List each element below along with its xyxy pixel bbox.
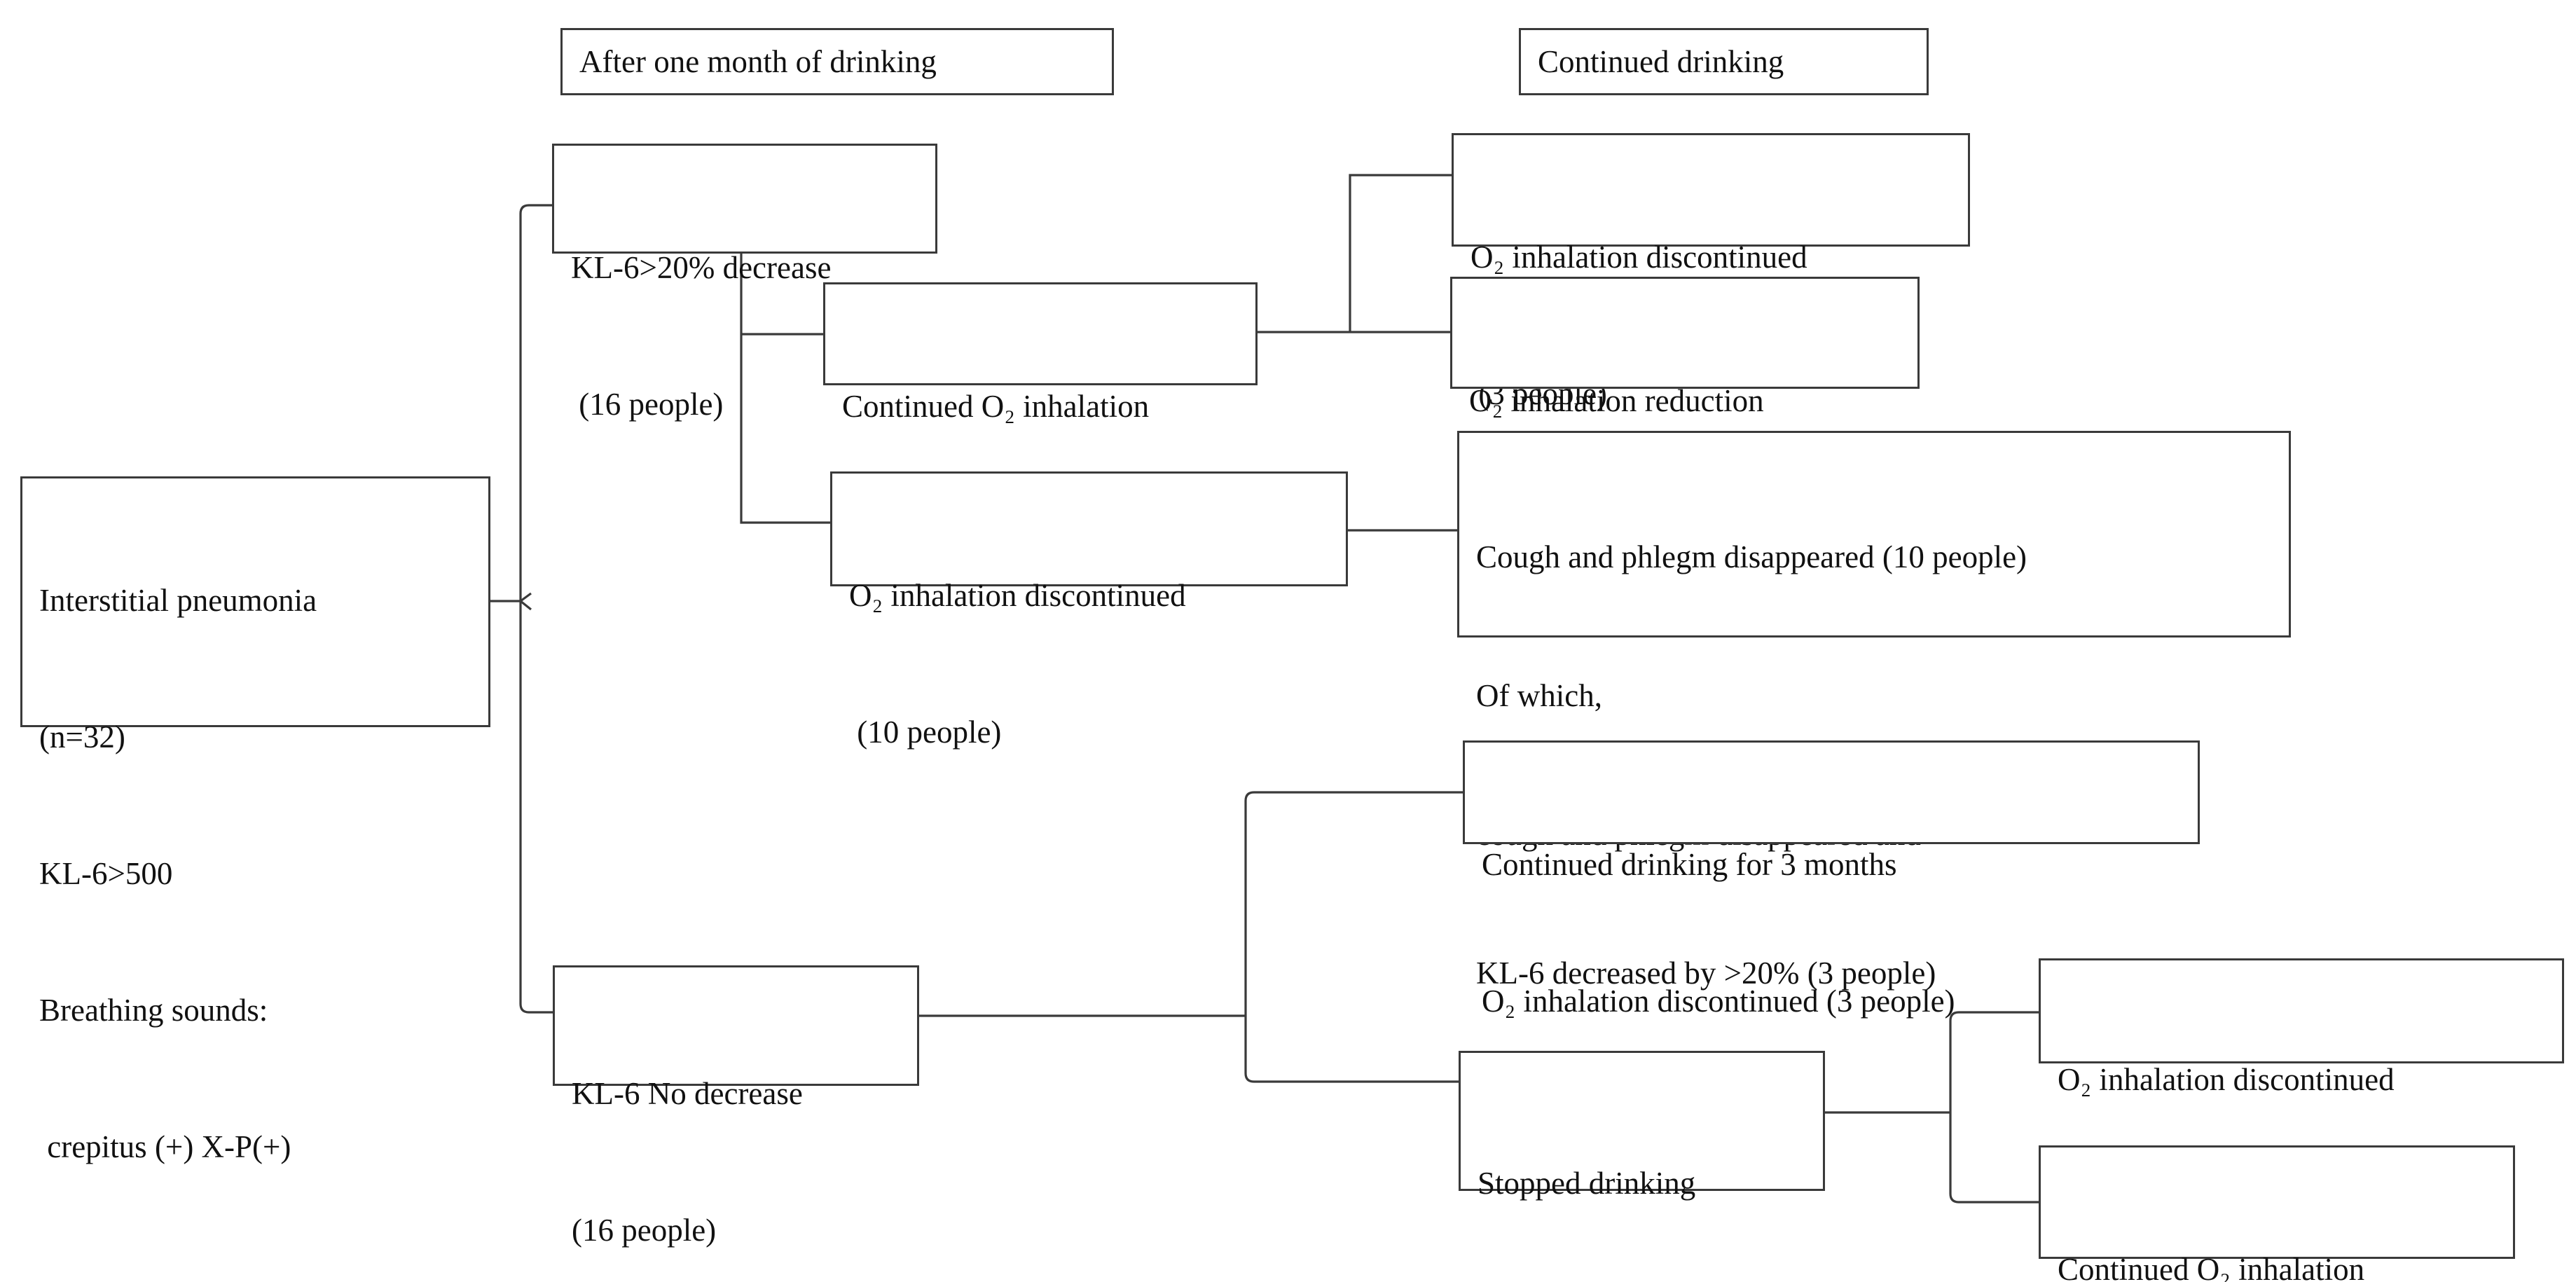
node-continued-o2-6: Continued O₂ inhalation (6 people) (823, 282, 1258, 560)
node-line: KL-6>500 (39, 856, 173, 891)
node-line: Continued O₂ inhalation (842, 389, 1150, 424)
node-kl6-no-decrease: KL-6 No decrease (16 people) (553, 965, 919, 1248)
node-interstitial-pneumonia: Interstitial pneumonia (n=32) KL-6>500 B… (20, 476, 490, 1164)
node-kl6-decrease: KL-6>20% decrease (16 people) (552, 144, 937, 422)
node-line: crepitus (+) X-P(+) (39, 1129, 291, 1164)
node-line: (10 people) (849, 715, 1002, 750)
node-line: O₂ inhalation discontinued (3 people) (1482, 984, 1955, 1019)
node-line: Cough and phlegm disappeared (10 people) (1476, 539, 2027, 574)
node-line: O₂ inhalation reduction (1469, 383, 1764, 418)
node-line: KL-6 decreased by >20% (3 people) (1476, 956, 1936, 991)
node-line: (n=32) (39, 719, 125, 754)
node-line: Interstitial pneumonia (39, 583, 317, 618)
node-outcome-cough-phlegm: Cough and phlegm disappeared (10 people)… (1457, 431, 2291, 991)
header-label: After one month of drinking (579, 43, 937, 79)
node-br-continued-o2-10: Continued O₂ inhalation (10 people) (2039, 1145, 2515, 1282)
node-line: O₂ inhalation discontinued (1470, 240, 1807, 275)
node-br-o2-discontinued-3: O₂ inhalation discontinued (3 people) (2039, 958, 2564, 1234)
node-line: Of which, (1476, 678, 1602, 713)
node-line: (16 people) (571, 387, 724, 422)
connector-bottom-right-junction (1949, 1011, 2039, 1204)
node-o2-discontinued-3: O₂ inhalation discontinued (3 people) (1452, 133, 1970, 411)
connector-kl6dec-branch (740, 254, 830, 524)
header-after-one-month: After one month of drinking (560, 28, 1114, 95)
connector-top-junction (1349, 174, 1452, 332)
node-line: KL-6 No decrease (572, 1076, 803, 1111)
node-line: Breathing sounds: (39, 993, 268, 1028)
node-line: (16 people) (572, 1213, 717, 1248)
node-line: KL-6>20% decrease (571, 250, 832, 285)
node-line: Continued O₂ inhalation (2058, 1252, 2365, 1282)
node-o2-reduction: O₂ inhalation reduction (3 people) (1450, 277, 1920, 555)
node-line: Stopped drinking (1478, 1166, 1696, 1201)
node-continued-drinking-3-months: Continued drinking for 3 months O₂ inhal… (1463, 740, 2200, 1019)
node-line: O₂ inhalation discontinued (849, 578, 1186, 613)
node-line: O₂ inhalation discontinued (2058, 1062, 2395, 1097)
connector-main-bracket (519, 204, 553, 1014)
node-o2-discontinued-10: O₂ inhalation discontinued (10 people) (830, 471, 1348, 750)
connector-root-chevron (520, 592, 532, 611)
connector-bottom-junction (1244, 791, 1463, 1083)
node-line: Continued drinking for 3 months (1482, 847, 1897, 882)
node-stopped-drinking: Stopped drinking (13 people) (1459, 1051, 1825, 1201)
header-label: Continued drinking (1538, 43, 1784, 79)
header-continued-drinking: Continued drinking (1519, 28, 1929, 95)
